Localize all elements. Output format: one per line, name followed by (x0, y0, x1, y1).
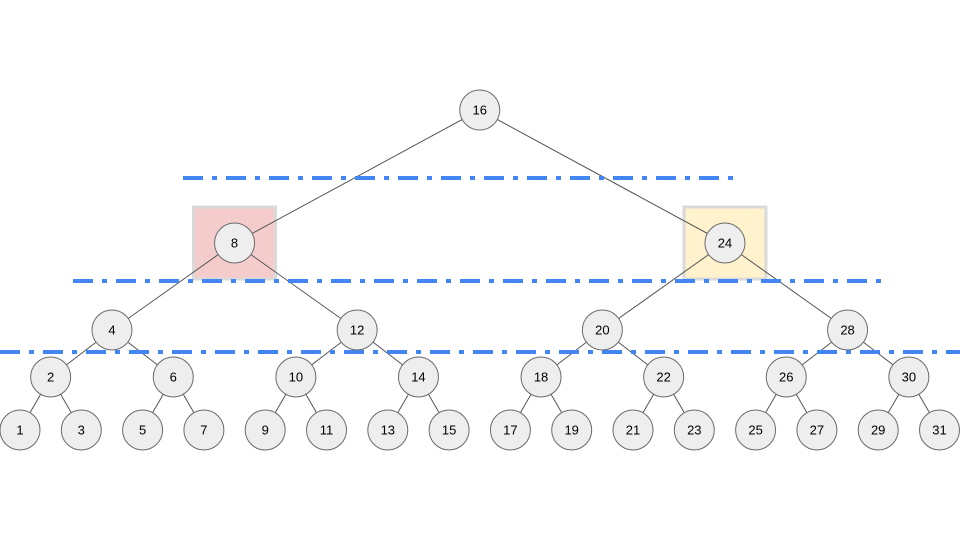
tree-node-23: 23 (673, 409, 715, 451)
node-circle (214, 222, 256, 264)
tree-node-13: 13 (367, 409, 409, 451)
node-label: 7 (200, 423, 207, 438)
node-circle (0, 409, 41, 451)
tree-node-1: 1 (0, 409, 41, 451)
node-label: 17 (503, 423, 517, 438)
edge-24-28 (724, 242, 848, 331)
node-circle (367, 409, 409, 451)
node-label: 2 (47, 370, 54, 385)
edge-24-20 (602, 242, 726, 331)
node-label: 9 (262, 423, 269, 438)
node-label: 19 (564, 423, 578, 438)
node-label: 6 (170, 370, 177, 385)
node-circle (612, 409, 654, 451)
node-circle (489, 409, 531, 451)
tree-node-11: 11 (306, 409, 347, 451)
tree-node-28: 28 (827, 309, 869, 351)
tree-node-20: 20 (581, 309, 623, 351)
node-label: 12 (350, 323, 364, 338)
node-label: 25 (748, 423, 762, 438)
tree-node-21: 21 (612, 409, 654, 451)
node-label: 3 (78, 423, 85, 438)
tree-node-6: 6 (152, 356, 194, 398)
node-circle (336, 309, 378, 351)
node-label: 8 (231, 236, 238, 251)
tree-node-2: 2 (30, 356, 72, 398)
tree-node-31: 31 (919, 409, 960, 451)
node-circle (152, 356, 194, 398)
node-circle (827, 309, 869, 351)
node-label: 28 (840, 323, 854, 338)
tree-node-30: 30 (888, 356, 930, 398)
tree-node-15: 15 (428, 409, 470, 451)
node-circle (520, 356, 562, 398)
node-label: 20 (595, 323, 609, 338)
highlight-boxes (192, 205, 768, 281)
node-circle (551, 409, 593, 451)
node-label: 24 (718, 236, 732, 251)
node-label: 27 (810, 423, 824, 438)
tree-node-8: 8 (214, 222, 256, 264)
tree-node-16: 16 (459, 89, 501, 131)
tree-node-12: 12 (336, 309, 378, 351)
node-circle (122, 409, 164, 451)
tree-node-3: 3 (60, 409, 102, 451)
node-circle (244, 409, 286, 451)
tree-node-25: 25 (735, 409, 777, 451)
node-circle (30, 356, 72, 398)
tree-node-14: 14 (397, 356, 439, 398)
tree-nodes: 1234567891011121314151617181920212223242… (0, 89, 960, 451)
node-circle (428, 409, 470, 451)
node-label: 4 (108, 323, 115, 338)
node-label: 21 (626, 423, 640, 438)
tree-node-5: 5 (122, 409, 164, 451)
tree-node-10: 10 (275, 356, 317, 398)
tree-node-19: 19 (551, 409, 593, 451)
tree-node-4: 4 (91, 309, 133, 351)
node-circle (673, 409, 715, 451)
tree-node-18: 18 (520, 356, 562, 398)
node-circle (459, 89, 501, 131)
node-label: 5 (139, 423, 146, 438)
tree-node-29: 29 (857, 409, 899, 451)
node-label: 30 (902, 370, 916, 385)
edge-8-12 (234, 242, 358, 331)
node-circle (275, 356, 317, 398)
tree-node-7: 7 (183, 409, 225, 451)
tree-node-27: 27 (796, 409, 838, 451)
node-circle (306, 409, 347, 451)
node-label: 26 (779, 370, 793, 385)
node-label: 29 (871, 423, 885, 438)
tree-node-24: 24 (704, 222, 746, 264)
node-label: 23 (687, 423, 701, 438)
tree-node-22: 22 (643, 356, 685, 398)
node-circle (796, 409, 838, 451)
node-label: 22 (656, 370, 670, 385)
node-label: 10 (289, 370, 303, 385)
node-label: 14 (411, 370, 425, 385)
node-label: 13 (381, 423, 395, 438)
node-circle (765, 356, 807, 398)
level-separators (0, 176, 960, 354)
node-label: 11 (320, 423, 334, 438)
node-label: 1 (16, 423, 23, 438)
node-circle (735, 409, 777, 451)
node-circle (704, 222, 746, 264)
node-circle (397, 356, 439, 398)
node-circle (581, 309, 623, 351)
node-circle (183, 409, 225, 451)
node-label: 31 (932, 423, 946, 438)
tree-node-17: 17 (489, 409, 531, 451)
node-circle (888, 356, 930, 398)
node-circle (643, 356, 685, 398)
node-label: 16 (473, 103, 487, 118)
tree-node-26: 26 (765, 356, 807, 398)
edge-8-4 (111, 242, 235, 331)
tree-node-9: 9 (244, 409, 286, 451)
node-label: 15 (442, 423, 456, 438)
node-circle (857, 409, 899, 451)
node-label: 18 (534, 370, 548, 385)
node-circle (60, 409, 102, 451)
node-circle (91, 309, 133, 351)
